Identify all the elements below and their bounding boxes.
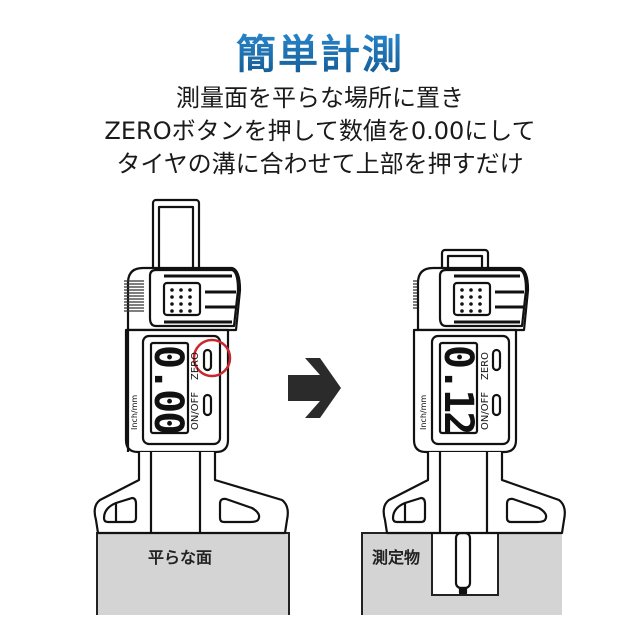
- description-line-1: 測量面を平らな場所に置き: [176, 84, 464, 112]
- left-unit-label: Inch/mm: [130, 394, 139, 430]
- right-unit-label: Inch/mm: [419, 394, 428, 430]
- right-lcd-display: 0.12: [435, 345, 481, 434]
- flat-surface-label: 平らな面: [148, 548, 213, 567]
- left-gauge: [93, 198, 289, 535]
- zero-button-highlight-circle: [192, 338, 232, 378]
- right-arrow-icon: [288, 358, 341, 418]
- description-line-3: タイヤの溝に合わせて上部を押すだけ: [116, 150, 524, 178]
- description-line-2: ZEROボタンを押して数値を0.00にして: [104, 117, 536, 145]
- right-onoff-label: ON/OFF: [480, 391, 491, 430]
- right-onoff-button[interactable]: [492, 394, 502, 416]
- right-zero-button[interactable]: [492, 349, 502, 371]
- left-lcd-display: 0.00: [145, 345, 191, 434]
- left-zero-button[interactable]: [203, 349, 213, 371]
- flat-surface: [96, 532, 290, 615]
- right-zero-label: ZERO: [480, 352, 491, 380]
- left-zero-label: ZERO: [190, 352, 201, 380]
- page-title: 簡単計測: [0, 22, 640, 80]
- left-onoff-button[interactable]: [203, 394, 213, 416]
- left-onoff-label: ON/OFF: [190, 391, 201, 430]
- description: 測量面を平らな場所に置き ZEROボタンを押して数値を0.00にして タイヤの溝…: [0, 82, 640, 181]
- measured-object-label: 測定物: [372, 548, 421, 567]
- right-gauge: [382, 248, 566, 595]
